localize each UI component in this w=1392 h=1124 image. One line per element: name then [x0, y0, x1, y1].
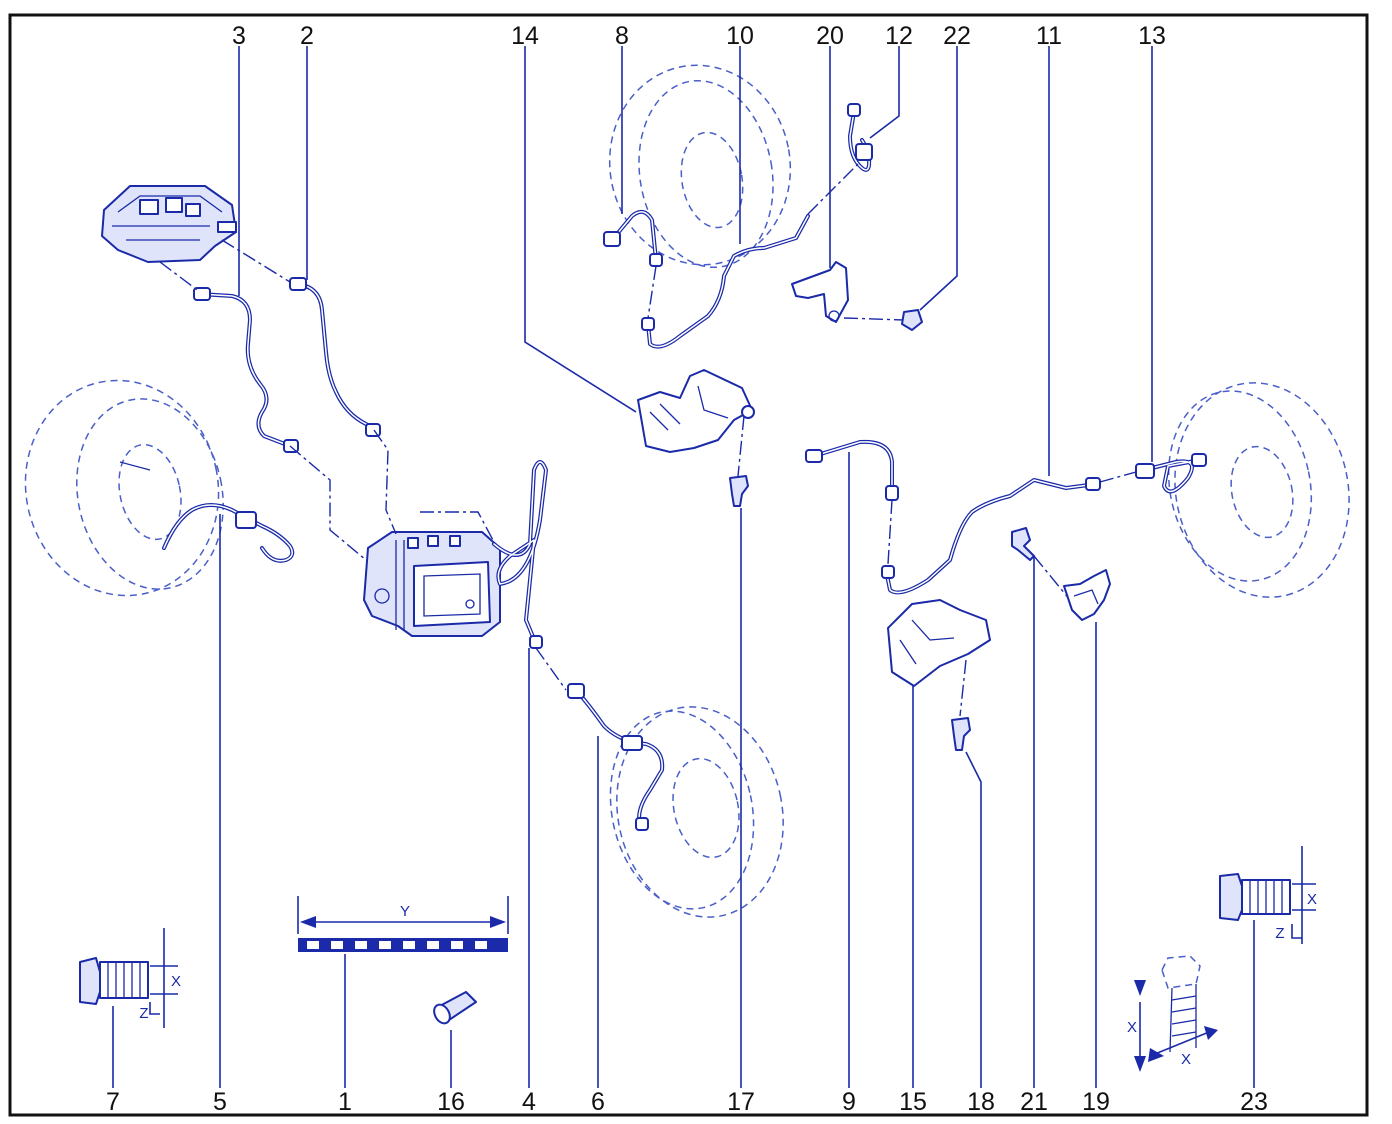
dim-label-x-7: X — [171, 973, 181, 990]
wheel-front-right — [609, 706, 784, 918]
callout-13: 13 — [1138, 22, 1166, 50]
hose-13 — [1135, 453, 1207, 494]
dim-label-x-23: X — [1307, 891, 1317, 908]
master-cylinder — [101, 185, 237, 263]
pipe-11 — [881, 477, 1101, 595]
abs-hydraulic-unit — [363, 531, 501, 637]
bolt-tightening-detail — [1134, 955, 1218, 1072]
wheel-front-left — [608, 64, 792, 269]
union-23 — [1219, 846, 1316, 944]
callout-3: 3 — [232, 22, 246, 50]
leader-lines — [112, 46, 1255, 1088]
callout-7: 7 — [106, 1088, 120, 1116]
assembly-lines — [159, 163, 1137, 717]
hose-8 — [603, 209, 663, 267]
dim-label-z-23: Z — [1275, 925, 1284, 942]
wheel-rear-right — [1167, 382, 1350, 598]
callout-2: 2 — [300, 22, 314, 50]
callout-6: 6 — [591, 1088, 605, 1116]
bolt-21 — [1011, 527, 1035, 561]
screw-17 — [729, 475, 749, 507]
callout-11: 11 — [1036, 22, 1062, 50]
bolt-22 — [901, 309, 923, 331]
callout-5: 5 — [213, 1088, 227, 1116]
callout-17: 17 — [727, 1088, 755, 1116]
callout-12: 12 — [885, 22, 913, 50]
tube-1 — [297, 896, 509, 952]
callout-21: 21 — [1020, 1088, 1048, 1116]
callout-15: 15 — [899, 1088, 927, 1116]
callout-16: 16 — [437, 1088, 465, 1116]
callout-1: 1 — [338, 1088, 352, 1116]
pipe-2 — [289, 277, 381, 437]
callout-8: 8 — [615, 22, 629, 50]
dim-label-z-7: Z — [139, 1005, 148, 1022]
pipe-10 — [641, 214, 810, 349]
shield-15 — [887, 599, 991, 687]
connector-16 — [433, 991, 477, 1025]
callout-23: 23 — [1240, 1088, 1268, 1116]
wheel-rear-left — [24, 379, 224, 597]
callout-19: 19 — [1082, 1088, 1110, 1116]
dim-label-x-bolt-b: X — [1181, 1051, 1191, 1068]
hose-5 — [162, 503, 295, 563]
callout-4: 4 — [522, 1088, 536, 1116]
callout-10: 10 — [726, 22, 754, 50]
hose-9 — [805, 439, 899, 501]
pipe-3 — [193, 287, 299, 453]
hose-12 — [847, 103, 873, 172]
bracket-19 — [1063, 569, 1111, 621]
bracket-20 — [791, 261, 849, 323]
hose-6 — [567, 683, 665, 831]
union-7 — [79, 928, 178, 1028]
callout-14: 14 — [511, 22, 539, 50]
callout-9: 9 — [842, 1088, 856, 1116]
callout-18: 18 — [967, 1088, 995, 1116]
callout-22: 22 — [943, 22, 971, 50]
shield-14 — [637, 369, 755, 453]
callout-numbers: 3 2 14 8 10 20 12 22 11 13 7 5 1 16 4 6 … — [106, 22, 1268, 1116]
screw-18 — [951, 717, 971, 751]
dim-label-x-bolt-a: X — [1127, 1019, 1137, 1036]
callout-20: 20 — [816, 22, 844, 50]
diagram-frame — [8, 13, 1369, 1117]
dim-label-y: Y — [400, 903, 410, 920]
pipe-4 — [492, 460, 548, 649]
